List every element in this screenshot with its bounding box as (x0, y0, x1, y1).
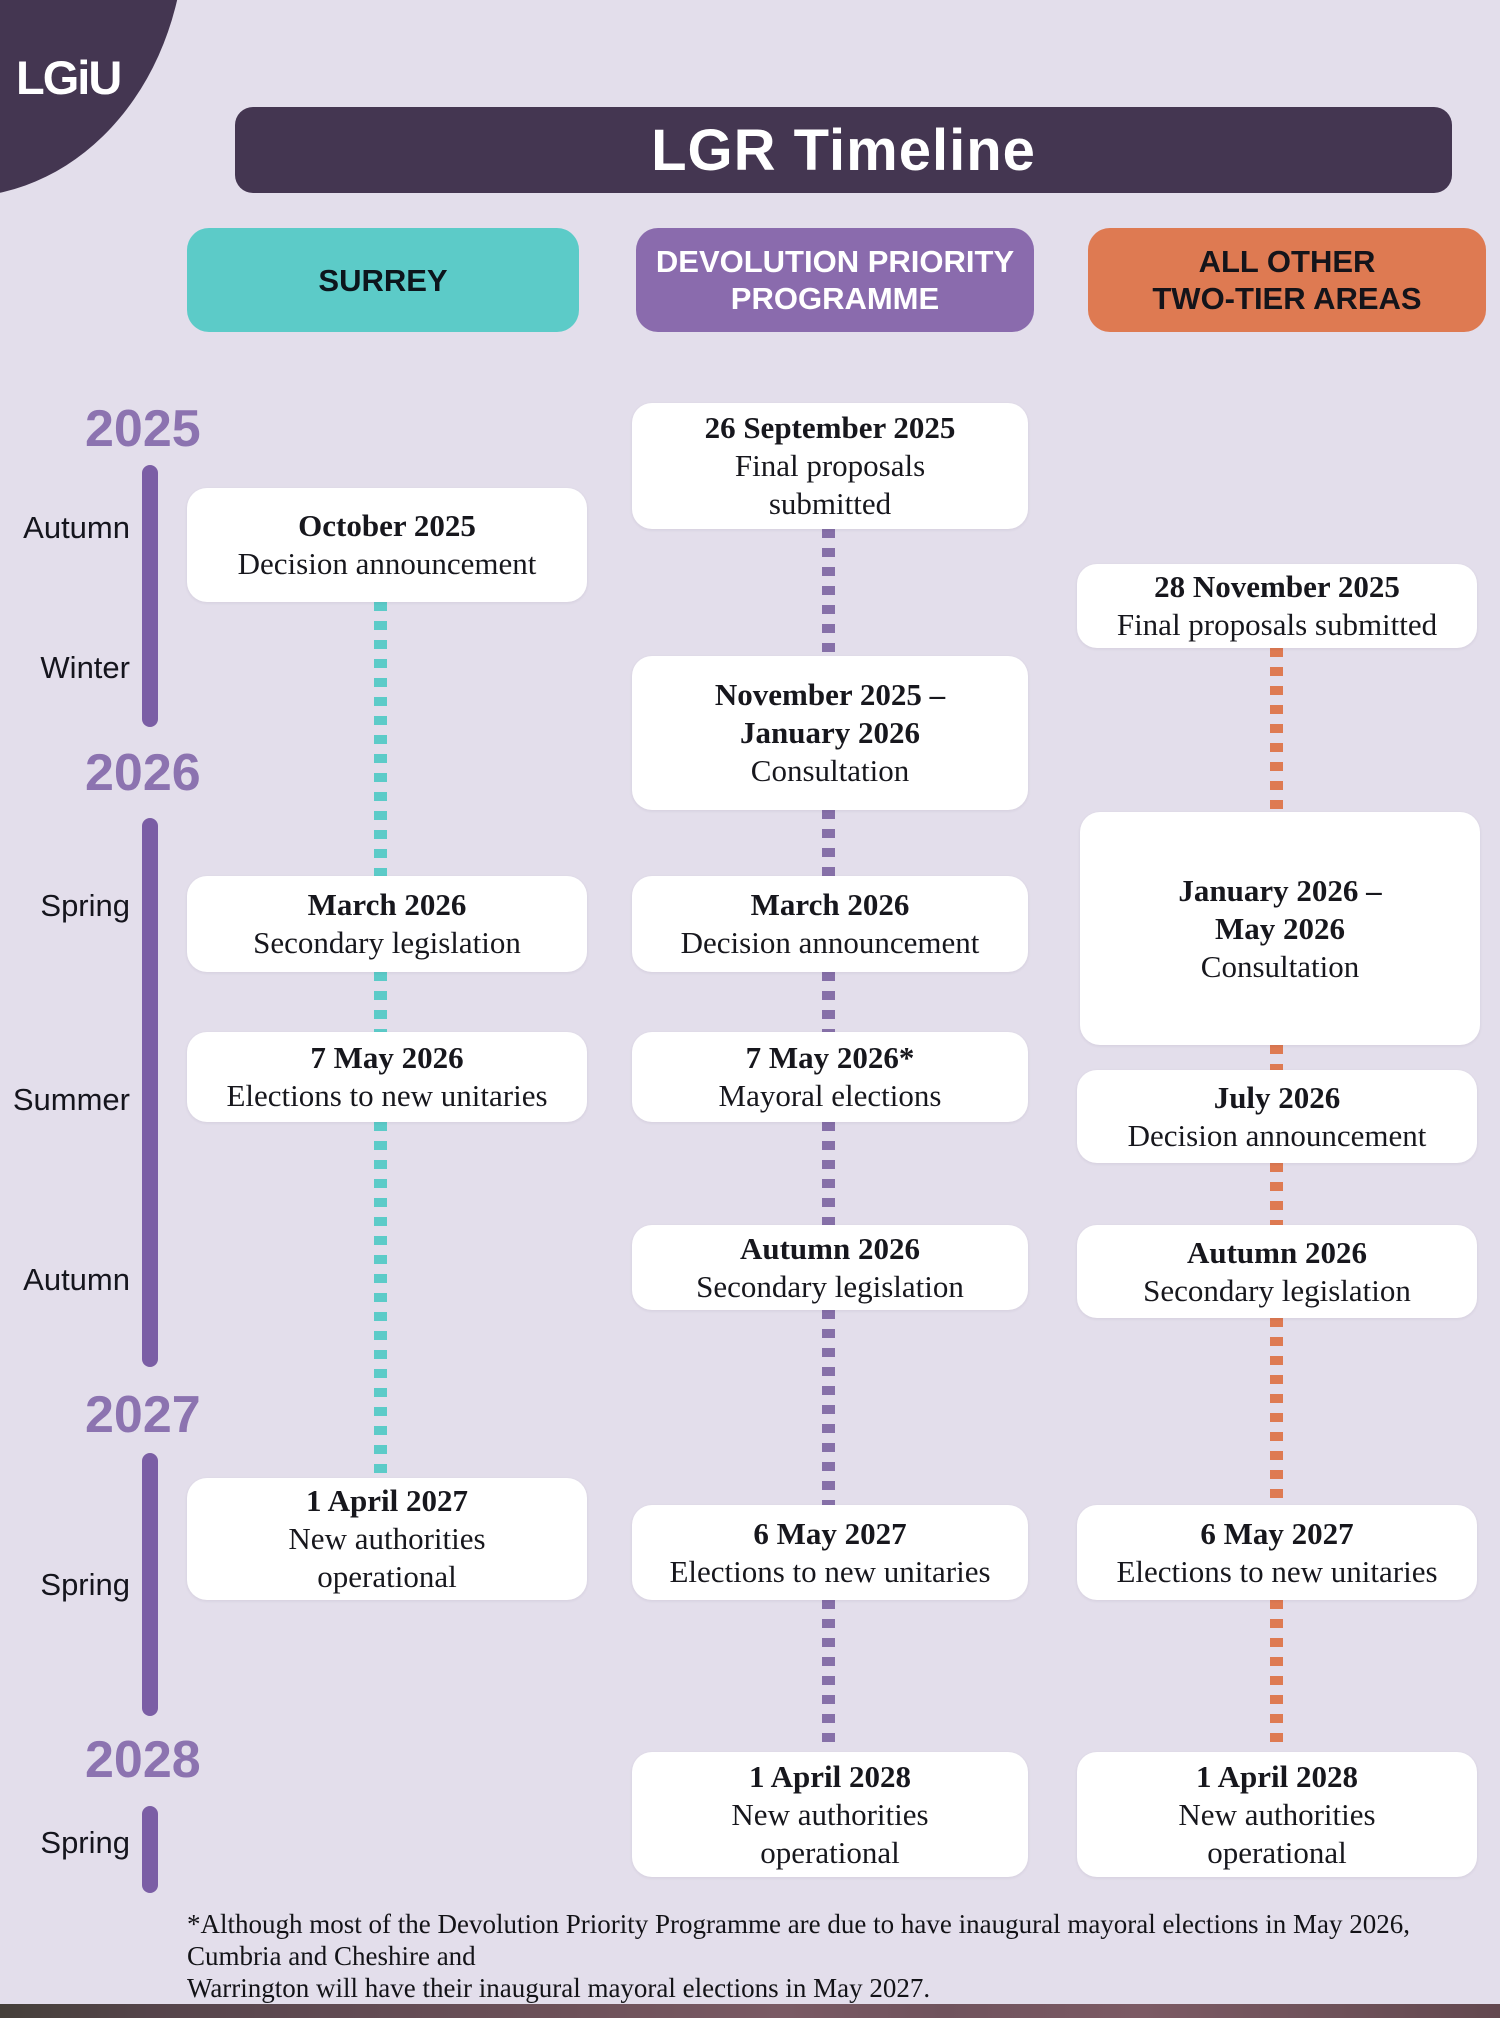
season-label-spring-2028: Spring (40, 1825, 130, 1860)
event-date: 26 September 2025 (704, 410, 956, 445)
event-card-other-apr-2028: 1 April 2028 New authorities operational (1077, 1752, 1477, 1877)
event-description: Consultation (750, 753, 910, 788)
event-description: Elections to new unitaries (1116, 1553, 1438, 1589)
lgiu-logo: LGiU (16, 51, 122, 104)
year-label-2025: 2025 (85, 400, 201, 458)
dpp-dotted-line-4 (822, 1122, 835, 1225)
timeline-bar-segment-2025 (142, 465, 158, 727)
other-dotted-line-3 (1270, 1163, 1283, 1225)
column-header-all-other-two-tier-areas: ALL OTHER TWO-TIER AREAS (1088, 228, 1486, 332)
season-label-winter-2025: Winter (40, 650, 130, 685)
event-description: Secondary legislation (696, 1268, 964, 1304)
event-card-dpp-autumn-2026: Autumn 2026 Secondary legislation (632, 1225, 1028, 1310)
event-description: Decision announcement (680, 925, 980, 960)
event-date: Autumn 2026 (739, 1230, 920, 1266)
other-dotted-line-5 (1270, 1600, 1283, 1752)
event-description: New authorities operational (1178, 1796, 1376, 1870)
event-description: Consultation (1200, 948, 1360, 984)
event-description: Secondary legislation (253, 925, 521, 960)
event-card-surrey-oct-2025: October 2025 Decision announcement (187, 488, 587, 602)
timeline-bar-segment-2027 (142, 1453, 158, 1716)
event-date: July 2026 (1213, 1079, 1341, 1115)
year-label-2026: 2026 (85, 744, 201, 802)
event-card-surrey-mar-2026: March 2026 Secondary legislation (187, 876, 587, 972)
event-date: 7 May 2026* (745, 1040, 915, 1075)
event-date: November 2025 – January 2026 (714, 677, 946, 750)
event-description: Final proposals submitted (734, 448, 926, 521)
timeline-bar-segment-2026 (142, 818, 158, 1367)
timeline-bar-segment-2028 (142, 1806, 158, 1893)
event-card-dpp-may-2027: 6 May 2027 Elections to new unitaries (632, 1505, 1028, 1600)
event-card-dpp-mar-2026: March 2026 Decision announcement (632, 876, 1028, 972)
event-card-other-jul-2026: July 2026 Decision announcement (1077, 1070, 1477, 1163)
event-card-other-autumn-2026: Autumn 2026 Secondary legislation (1077, 1225, 1477, 1318)
column-header-surrey: SURREY (187, 228, 579, 332)
other-dotted-line-4 (1270, 1318, 1283, 1505)
surrey-dotted-line-2 (374, 972, 387, 1032)
event-card-other-nov-2025: 28 November 2025 Final proposals submitt… (1077, 564, 1477, 648)
event-description: Elections to new unitaries (669, 1553, 991, 1589)
other-dotted-line-2 (1270, 1045, 1283, 1070)
season-label-spring-2027: Spring (40, 1567, 130, 1602)
dpp-dotted-line-3 (822, 972, 835, 1032)
year-label-2027: 2027 (85, 1386, 201, 1444)
season-label-autumn-2026: Autumn (23, 1262, 130, 1297)
season-label-spring-2026: Spring (40, 888, 130, 923)
year-label-2028: 2028 (85, 1731, 201, 1789)
event-date: October 2025 (298, 508, 476, 543)
dpp-dotted-line-6 (822, 1600, 835, 1752)
event-date: 1 April 2027 (306, 1483, 468, 1518)
event-card-dpp-apr-2028: 1 April 2028 New authorities operational (632, 1752, 1028, 1877)
event-date: 7 May 2026 (310, 1040, 464, 1075)
bottom-photo-strip (0, 2004, 1500, 2018)
event-date: March 2026 (750, 887, 910, 922)
dpp-dotted-line-5 (822, 1310, 835, 1505)
event-description: Elections to new unitaries (226, 1078, 548, 1113)
event-card-dpp-may-2026: 7 May 2026* Mayoral elections (632, 1032, 1028, 1122)
event-date: 6 May 2027 (1200, 1515, 1354, 1551)
event-date: January 2026 – May 2026 (1178, 872, 1382, 946)
event-description: Final proposals submitted (1116, 607, 1438, 642)
season-label-autumn-2025: Autumn (23, 510, 130, 545)
dpp-dotted-line-2 (822, 810, 835, 876)
event-card-dpp-consultation: November 2025 – January 2026 Consultatio… (632, 656, 1028, 810)
other-dotted-line-1 (1270, 648, 1283, 812)
event-description: Mayoral elections (718, 1078, 942, 1113)
event-date: 28 November 2025 (1154, 569, 1400, 604)
surrey-dotted-line-3 (374, 1122, 387, 1478)
event-description: New authorities operational (288, 1521, 486, 1594)
event-date: 1 April 2028 (749, 1758, 911, 1794)
event-card-surrey-may-2026: 7 May 2026 Elections to new unitaries (187, 1032, 587, 1122)
event-description: Decision announcement (237, 546, 537, 581)
event-card-surrey-apr-2027: 1 April 2027 New authorities operational (187, 1478, 587, 1600)
page-title: LGR Timeline (651, 117, 1036, 183)
dpp-dotted-line-1 (822, 529, 835, 656)
column-header-devolution-priority-programme: DEVOLUTION PRIORITY PROGRAMME (636, 228, 1034, 332)
title-bar: LGR Timeline (235, 107, 1452, 193)
event-date: March 2026 (307, 887, 467, 922)
event-date: Autumn 2026 (1186, 1234, 1367, 1270)
footnote: *Although most of the Devolution Priorit… (187, 1909, 1410, 2003)
event-description: New authorities operational (731, 1796, 929, 1870)
event-card-dpp-sep-2025: 26 September 2025 Final proposals submit… (632, 403, 1028, 529)
season-label-summer-2026: Summer (12, 1082, 130, 1117)
event-description: Secondary legislation (1143, 1272, 1411, 1308)
event-card-other-consultation: January 2026 – May 2026 Consultation (1080, 812, 1480, 1045)
surrey-dotted-line-1 (374, 602, 387, 876)
event-date: 1 April 2028 (1196, 1758, 1358, 1794)
event-card-other-may-2027: 6 May 2027 Elections to new unitaries (1077, 1505, 1477, 1600)
event-date: 6 May 2027 (753, 1515, 907, 1551)
event-description: Decision announcement (1127, 1117, 1427, 1153)
